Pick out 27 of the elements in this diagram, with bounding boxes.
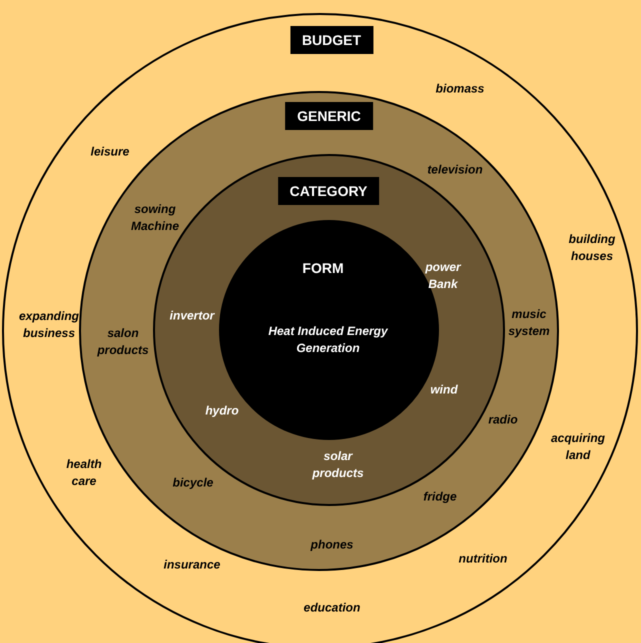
ring-item-label: radio xyxy=(487,412,519,428)
ring-item-label: building houses xyxy=(568,231,616,265)
ring-item-label: insurance xyxy=(162,556,222,574)
center-description: Heat Induced Energy Generation xyxy=(268,323,388,357)
ring-heading: GENERIC xyxy=(285,102,373,130)
ring-item-label: hydro xyxy=(204,402,240,420)
ring-item-label: solar products xyxy=(311,448,365,482)
ring-heading: CATEGORY xyxy=(278,176,380,204)
center-title: FORM xyxy=(302,260,344,276)
ring-heading: BUDGET xyxy=(290,26,374,54)
ring-item-label: invertor xyxy=(168,308,216,324)
ring-item-label: nutrition xyxy=(458,550,508,568)
ring-item-label: biomass xyxy=(434,80,486,98)
ring-item-label: health care xyxy=(65,456,103,490)
ring-item-label: wind xyxy=(429,382,459,398)
ring-item-label: expanding business xyxy=(18,308,80,342)
ring-item-label: music system xyxy=(507,306,551,340)
ring-item-label: television xyxy=(426,162,484,178)
ring-item-label: sowing Machine xyxy=(130,201,180,235)
ring-item-label: salon products xyxy=(96,325,150,359)
ring-item-label: bicycle xyxy=(172,474,214,492)
ring-item-label: fridge xyxy=(422,488,458,506)
ring-item-label: leisure xyxy=(90,144,130,160)
ring-item-label: education xyxy=(302,600,362,616)
ring-item-label: acquiring land xyxy=(550,430,606,464)
ring-item-label: phones xyxy=(309,536,354,554)
ring-item-label: power Bank xyxy=(424,259,462,293)
